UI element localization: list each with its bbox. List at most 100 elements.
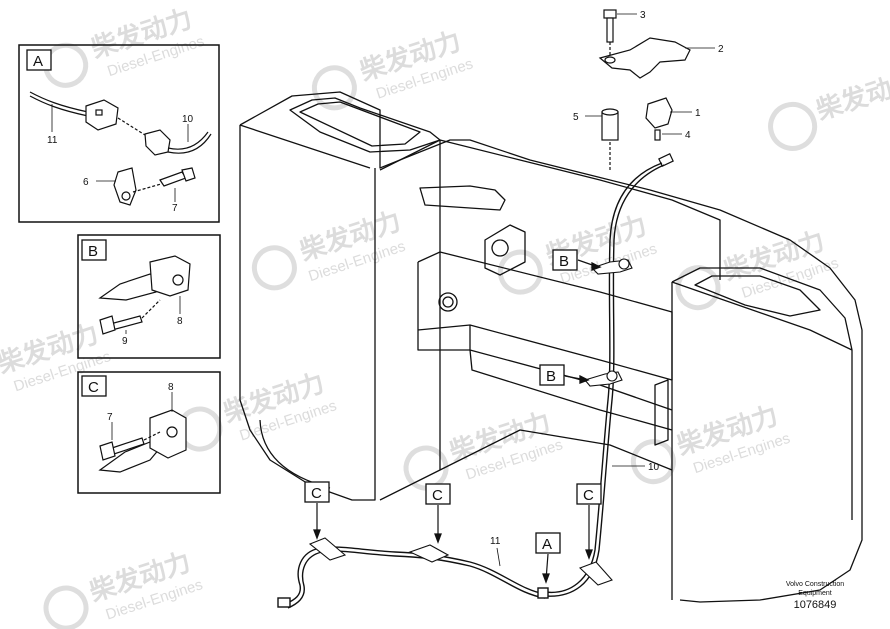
detail-a-cable-11b bbox=[29, 95, 89, 117]
view-flags: B B C C C A bbox=[304, 249, 602, 584]
footer-block: Volvo Construction Equipment 1076849 bbox=[770, 580, 860, 613]
callout-5: 5 bbox=[573, 112, 579, 123]
watermark-7: 柴发动力 Diesel-Engines bbox=[177, 367, 339, 452]
footer-part-number: 1076849 bbox=[793, 599, 837, 611]
right-slot bbox=[654, 379, 669, 446]
clip-b-lower-ring bbox=[606, 370, 618, 382]
view-flag-c-3[interactable]: C bbox=[576, 483, 602, 560]
watermark-5: 柴发动力 bbox=[768, 65, 890, 151]
view-flag-label: C bbox=[583, 487, 594, 504]
main-callouts: 3 2 1 4 5 10 11 bbox=[490, 10, 724, 567]
detail-b-parts bbox=[98, 255, 191, 335]
left-block-outline bbox=[239, 91, 863, 603]
cable-end-connector bbox=[277, 597, 291, 608]
view-flag-b-lower[interactable]: B bbox=[539, 364, 590, 386]
detail-c-callout-7: 7 bbox=[107, 412, 113, 423]
detail-c-assembly-line bbox=[143, 431, 161, 441]
cable-connector-top bbox=[658, 153, 674, 167]
handle-bar bbox=[419, 185, 506, 211]
detail-b-clip-hole bbox=[172, 274, 184, 286]
clip-b-upper-ring bbox=[618, 258, 630, 270]
detail-box-a-frame bbox=[18, 44, 220, 223]
detail-a-bolt-7-shank bbox=[159, 171, 187, 187]
detail-c-parts bbox=[98, 409, 187, 473]
callout-11: 11 bbox=[490, 536, 501, 547]
lifting-eye bbox=[484, 224, 526, 276]
bracket-2-hole bbox=[604, 56, 616, 64]
detail-box-b-frame bbox=[77, 234, 221, 359]
view-flag-a[interactable]: A bbox=[535, 532, 561, 584]
detail-c-bolt-7-head bbox=[99, 441, 116, 461]
view-flag-label: B bbox=[546, 368, 556, 385]
leader-line-11 bbox=[496, 547, 501, 567]
callout-3: 3 bbox=[640, 10, 646, 21]
clip-c-1 bbox=[308, 537, 347, 561]
watermark-logo-icon bbox=[251, 245, 297, 291]
detail-a-callout-7: 7 bbox=[172, 203, 178, 214]
detail-a-cable-10 bbox=[167, 131, 209, 150]
view-flag-label: C bbox=[432, 487, 443, 504]
hardware-assembly bbox=[598, 9, 691, 172]
detail-a-bolt-7-head bbox=[181, 167, 196, 182]
bolt-3-head bbox=[603, 9, 617, 19]
detail-box-b: B 8 9 bbox=[77, 234, 221, 359]
view-flag-c-1[interactable]: C bbox=[304, 481, 330, 540]
detail-box-b-letter: B bbox=[88, 243, 98, 260]
callout-10: 10 bbox=[648, 462, 660, 473]
watermark-logo-icon bbox=[675, 265, 721, 311]
detail-b-bolt-9-head bbox=[99, 315, 116, 335]
left-block-top-recess-inner bbox=[299, 101, 421, 147]
crossbeam-lower bbox=[469, 349, 673, 431]
clip-c-2 bbox=[408, 544, 450, 563]
watermark-10: 柴发动力 Diesel-Engines bbox=[43, 546, 205, 629]
detail-a-cable-11 bbox=[29, 91, 89, 113]
watermark-logo-icon bbox=[43, 42, 89, 88]
view-flag-c-2[interactable]: C bbox=[425, 483, 451, 544]
detail-box-a-tag bbox=[26, 49, 52, 71]
view-flag-b-upper[interactable]: B bbox=[552, 249, 602, 271]
footer-maker-line1: Volvo Construction bbox=[785, 581, 845, 588]
view-flag-label: B bbox=[559, 253, 569, 270]
detail-box-c-letter: C bbox=[88, 379, 99, 396]
cable-10 bbox=[544, 162, 663, 594]
detail-a-callouts: 11 10 6 7 bbox=[47, 104, 194, 214]
left-block-top-recess bbox=[289, 97, 441, 153]
bracket-2 bbox=[598, 37, 691, 79]
watermark-logo-icon bbox=[768, 101, 818, 151]
screw-4 bbox=[654, 129, 661, 141]
detail-b-assembly-line bbox=[141, 299, 161, 319]
detail-b-callouts: 8 9 bbox=[122, 296, 183, 347]
detail-c-callouts: 8 7 bbox=[107, 382, 174, 440]
cable-11-parallel bbox=[287, 550, 546, 609]
cable-joint-connector bbox=[537, 587, 549, 599]
detail-c-clip-hole bbox=[166, 426, 178, 438]
detail-a-callout-11: 11 bbox=[47, 135, 58, 146]
bolt-3-shank bbox=[606, 17, 614, 43]
crossbeam-bolt bbox=[438, 292, 458, 312]
detail-box-c: C 8 7 bbox=[77, 371, 221, 494]
detail-b-callout-9: 9 bbox=[122, 336, 128, 347]
spacer-5 bbox=[601, 111, 619, 141]
detail-a-connector-female bbox=[144, 129, 171, 156]
detail-a-connector-pin bbox=[95, 109, 103, 116]
detail-a-parts bbox=[29, 91, 212, 206]
cable-11 bbox=[284, 546, 546, 605]
clip-1 bbox=[645, 97, 673, 129]
callout-1: 1 bbox=[695, 108, 701, 119]
detail-a-cable-10b bbox=[167, 133, 212, 154]
clip-c-3 bbox=[578, 561, 613, 586]
detail-box-c-tag bbox=[81, 375, 107, 397]
view-flag-label: C bbox=[311, 485, 322, 502]
detail-box-b-tag bbox=[81, 239, 107, 261]
detail-box-a: A 11 10 6 7 bbox=[18, 44, 220, 223]
watermark-9: 柴发动力 Diesel-Engines bbox=[630, 400, 792, 485]
callout-4: 4 bbox=[685, 130, 691, 141]
detail-c-callout-8: 8 bbox=[168, 382, 174, 393]
spacer-5-top bbox=[601, 108, 619, 116]
detail-box-c-frame bbox=[77, 371, 221, 494]
watermark-logo-icon bbox=[43, 585, 89, 629]
watermark-3: 柴发动力 Diesel-Engines bbox=[251, 205, 408, 291]
crossbeam bbox=[417, 251, 673, 411]
